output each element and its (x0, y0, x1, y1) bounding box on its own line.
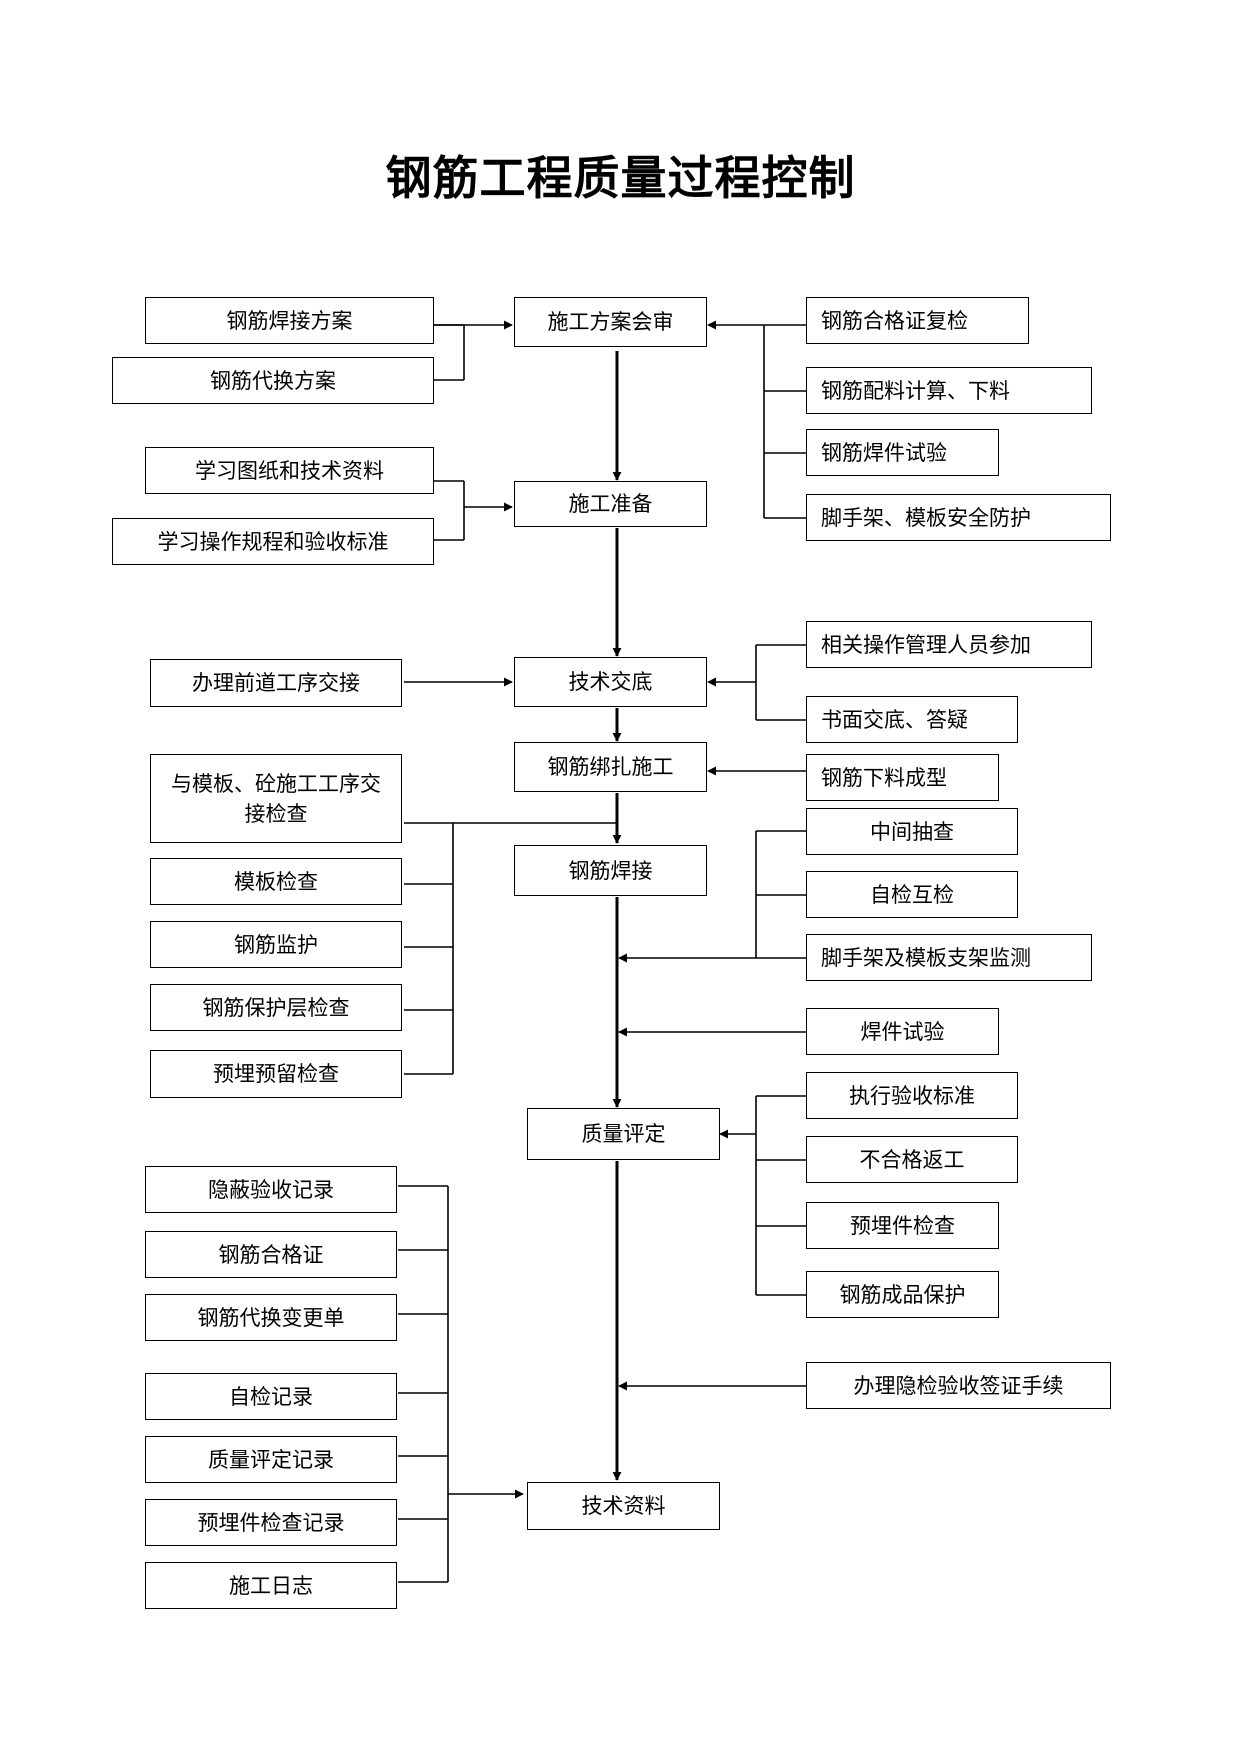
connector-inspections (404, 822, 617, 1075)
node-quality-evaluation: 质量评定 (527, 1108, 720, 1160)
connector-right-review (707, 320, 806, 519)
node-calc-cutting: 钢筋配料计算、下料 (806, 367, 1092, 414)
connector-right-checks (618, 830, 806, 963)
node-rework: 不合格返工 (806, 1136, 1018, 1183)
node-handover-check: 与模板、砼施工工序交接检查 (150, 754, 402, 843)
page-title: 钢筋工程质量过程控制 (385, 151, 856, 205)
node-quality-eval-record: 质量评定记录 (145, 1436, 397, 1483)
node-change-order: 钢筋代换变更单 (145, 1294, 397, 1341)
node-substitution-plan: 钢筋代换方案 (112, 357, 434, 404)
node-cutting-forming: 钢筋下料成型 (806, 754, 999, 801)
node-acceptance-standard: 执行验收标准 (806, 1072, 1018, 1119)
node-cert-recheck: 钢筋合格证复检 (806, 297, 1029, 344)
connector-right-brief (707, 644, 806, 721)
node-embedded-inspection: 预埋件检查 (806, 1202, 999, 1249)
node-weld-sample-test: 焊件试验 (806, 1008, 999, 1055)
node-study-rules: 学习操作规程和验收标准 (112, 518, 434, 565)
node-self-check-record: 自检记录 (145, 1373, 397, 1420)
node-embedded-check: 预埋预留检查 (150, 1050, 402, 1098)
node-written-briefing: 书面交底、答疑 (806, 696, 1018, 743)
node-previous-handover: 办理前道工序交接 (150, 659, 402, 707)
node-hidden-inspection-signoff: 办理隐检验收签证手续 (806, 1362, 1111, 1409)
node-formwork-check: 模板检查 (150, 858, 402, 905)
node-study-drawings: 学习图纸和技术资料 (145, 447, 434, 494)
node-rebar-welding: 钢筋焊接 (514, 845, 707, 896)
connector-right-eval (719, 1095, 806, 1296)
connector-study (434, 480, 513, 541)
node-rebar-certificate: 钢筋合格证 (145, 1231, 397, 1278)
node-rebar-binding: 钢筋绑扎施工 (514, 742, 707, 792)
node-embedded-record: 预埋件检查记录 (145, 1499, 397, 1546)
node-weld-plan: 钢筋焊接方案 (145, 297, 434, 344)
node-staff-participation: 相关操作管理人员参加 (806, 621, 1092, 668)
node-construction-preparation: 施工准备 (514, 481, 707, 527)
node-scaffold-safety: 脚手架、模板安全防护 (806, 494, 1111, 541)
node-rebar-monitoring: 钢筋监护 (150, 921, 402, 968)
node-scaffold-monitoring: 脚手架及模板支架监测 (806, 934, 1092, 981)
node-construction-plan-review: 施工方案会审 (514, 297, 707, 347)
connector-plans (434, 320, 513, 381)
node-cover-check: 钢筋保护层检查 (150, 984, 402, 1031)
node-midway-spot-check: 中间抽查 (806, 808, 1018, 855)
node-technical-briefing: 技术交底 (514, 657, 707, 707)
node-hidden-acceptance-record: 隐蔽验收记录 (145, 1166, 397, 1213)
node-weld-test: 钢筋焊件试验 (806, 429, 999, 476)
node-technical-documents: 技术资料 (527, 1482, 720, 1530)
node-product-protection: 钢筋成品保护 (806, 1271, 999, 1318)
node-mutual-check: 自检互检 (806, 871, 1018, 918)
node-construction-diary: 施工日志 (145, 1562, 397, 1609)
connector-records (398, 1185, 524, 1583)
